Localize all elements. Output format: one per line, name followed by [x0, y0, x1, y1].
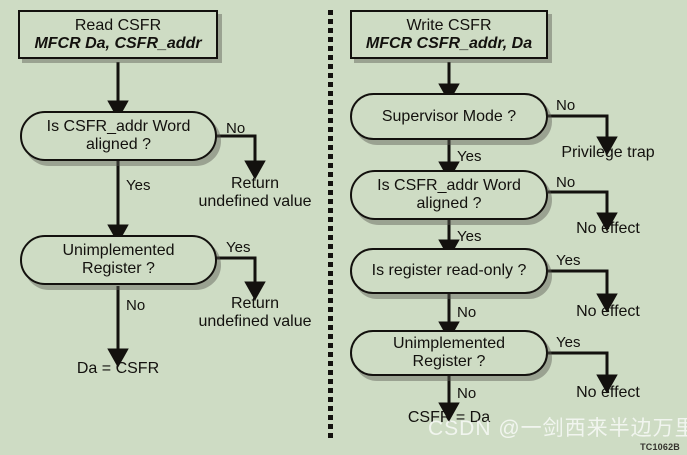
left-decision-unimplemented-register[interactable]: Unimplemented Register ? [20, 235, 217, 285]
left-decision-1-line-1: Is CSFR_addr Word [46, 118, 191, 136]
left-start-instruction: MFCR Da, CSFR_addr [34, 34, 202, 52]
right-decision-1-yes-label: Yes [457, 148, 482, 165]
right-edge-d4-yes [548, 351, 618, 394]
right-decision-2-line-1: Is CSFR_addr Word [377, 177, 521, 195]
right-decision-4-line-2: Register ? [412, 353, 486, 370]
right-outcome-3-text: No effect [576, 303, 640, 320]
right-decision-unimplemented-register[interactable]: Unimplemented Register ? [350, 330, 548, 376]
right-final-result: CSFR = Da [407, 409, 491, 426]
right-decision-1-no-label: No [556, 97, 576, 114]
right-decision-2-line-2: aligned ? [416, 195, 482, 212]
left-decision-2-line-2: Register ? [82, 260, 155, 277]
left-decision-1-line-2: aligned ? [86, 136, 151, 153]
left-decision-1-yes-label: Yes [126, 177, 151, 194]
left-decision-1-no-label: No [226, 120, 246, 137]
right-edge-d3-yes [548, 269, 618, 313]
right-decision-supervisor-mode[interactable]: Supervisor Mode ? [350, 93, 548, 140]
left-edge-d2-yes [216, 256, 266, 301]
right-start-instruction: MFCR CSFR_addr, Da [365, 34, 533, 52]
left-decision-2-no-label: No [126, 297, 146, 314]
left-edge-d1-no [216, 134, 266, 180]
right-start-title: Write CSFR [406, 16, 492, 34]
right-edge-d1-no [548, 114, 618, 156]
left-start-node[interactable]: Read CSFR MFCR Da, CSFR_addr [18, 10, 218, 59]
figure-id-label: TC1062B [640, 442, 680, 452]
right-decision-3-yes-label: Yes [556, 252, 581, 269]
left-decision-2-yes-label: Yes [226, 239, 251, 256]
left-outcome-1-text: Return undefined value [198, 175, 312, 211]
right-decision-4-yes-label: Yes [556, 334, 581, 351]
right-decision-2-no-label: No [556, 174, 576, 191]
left-start-title: Read CSFR [74, 16, 162, 34]
left-decision-2-line-1: Unimplemented [62, 242, 175, 260]
right-start-node[interactable]: Write CSFR MFCR CSFR_addr, Da [350, 10, 548, 59]
right-decision-3-label: Is register read-only ? [371, 262, 527, 280]
right-decision-word-aligned[interactable]: Is CSFR_addr Word aligned ? [350, 170, 548, 220]
right-decision-2-yes-label: Yes [457, 228, 482, 245]
left-final-result: Da = CSFR [76, 360, 160, 377]
right-decision-read-only[interactable]: Is register read-only ? [350, 248, 548, 294]
left-outcome-2-text: Return undefined value [198, 295, 312, 331]
right-outcome-1-text: Privilege trap [561, 144, 655, 161]
left-decision-word-aligned[interactable]: Is CSFR_addr Word aligned ? [20, 111, 217, 161]
right-outcome-2-text: No effect [576, 220, 640, 237]
right-outcome-4-text: No effect [576, 384, 640, 401]
right-decision-4-line-1: Unimplemented [392, 335, 506, 353]
right-decision-1-label: Supervisor Mode ? [381, 107, 517, 125]
right-edge-d2-no [548, 190, 618, 232]
right-decision-3-no-label: No [457, 304, 477, 321]
right-decision-4-no-label: No [457, 385, 477, 402]
